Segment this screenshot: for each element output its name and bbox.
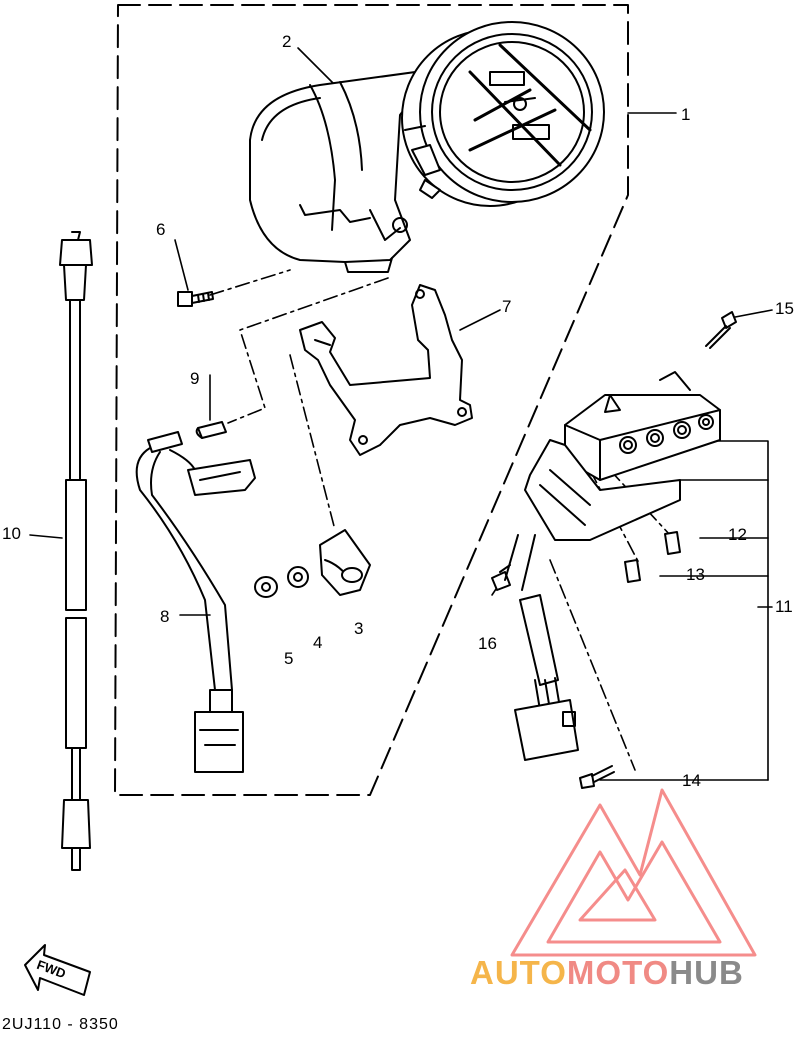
bracket-7 xyxy=(299,284,473,456)
callout-12: 12 xyxy=(728,525,747,544)
callout-6: 6 xyxy=(156,220,166,239)
callout-7: 7 xyxy=(502,297,512,316)
fwd-arrow xyxy=(24,944,91,996)
bulb-9 xyxy=(195,421,227,439)
grommet-3 xyxy=(319,529,371,596)
callout-8: 8 xyxy=(160,607,170,626)
brand-moto: MOTO xyxy=(566,954,670,991)
speedometer-assembly xyxy=(249,21,605,273)
bolt-6 xyxy=(177,291,214,307)
wire-harness-8 xyxy=(135,431,256,773)
brand-hub: HUB xyxy=(669,954,744,991)
callout-4: 4 xyxy=(313,633,323,652)
leader-lines xyxy=(29,47,773,781)
diagram-code: 2UJ110 - 8350 xyxy=(2,1016,119,1033)
bulb-13 xyxy=(624,559,641,583)
callout-5: 5 xyxy=(284,649,294,668)
watermark-brand: AUTOMOTOHUB xyxy=(470,956,744,989)
callout-9: 9 xyxy=(190,369,200,388)
callout-13: 13 xyxy=(686,565,705,584)
brand-auto: AUTO xyxy=(470,954,567,991)
washer-5 xyxy=(254,576,278,598)
screw-15 xyxy=(705,311,737,349)
callout-3: 3 xyxy=(354,619,364,638)
callout-16: 16 xyxy=(478,634,497,653)
screw-14 xyxy=(579,765,615,789)
callout-10: 10 xyxy=(2,524,21,543)
speedometer-cable-10 xyxy=(59,231,93,871)
watermark-logo xyxy=(510,788,757,957)
assembly-boundary xyxy=(114,4,629,796)
indicator-housing-11 xyxy=(524,371,721,541)
washer-4 xyxy=(287,566,309,588)
callout-14: 14 xyxy=(682,771,701,790)
callout-1: 1 xyxy=(681,105,691,124)
bulb-12 xyxy=(664,531,681,555)
callout-2: 2 xyxy=(282,32,292,51)
indicator-harness xyxy=(504,534,579,761)
callout-11: 11 xyxy=(775,597,793,616)
callout-15: 15 xyxy=(775,299,794,318)
